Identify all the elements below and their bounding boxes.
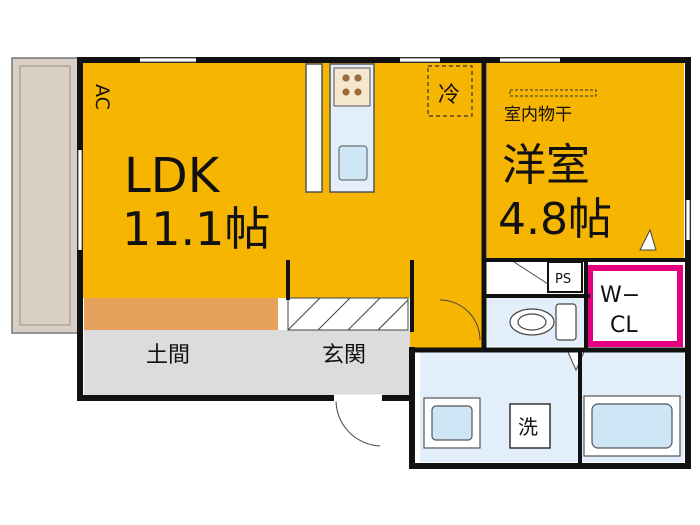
western-size-label: 4.8帖 — [498, 194, 612, 245]
entrance-label: 玄関 — [322, 343, 366, 368]
doma-label: 土間 — [146, 343, 190, 368]
ldk-name-label: LDK — [124, 148, 221, 204]
toilet — [509, 303, 577, 341]
washer-label: 洗 — [518, 415, 538, 439]
ldk-floor — [82, 62, 484, 298]
wash-basin — [423, 397, 481, 449]
ldk-floor-extension — [410, 262, 484, 348]
balcony-inner-line — [19, 65, 71, 326]
ldk-size-label: 11.1帖 — [122, 202, 270, 256]
closet-label-line: W−CL — [600, 283, 640, 338]
washer-space — [509, 403, 551, 449]
indoor-drying-rack — [509, 89, 597, 97]
fridge-label: 冷 — [438, 83, 460, 108]
bathtub — [583, 395, 681, 457]
step-strip — [84, 298, 278, 330]
balcony — [11, 57, 79, 334]
closet-door-marker — [639, 228, 657, 251]
fridge-space — [427, 65, 473, 117]
genkan-stairs — [287, 297, 409, 331]
walk-in-closet — [587, 265, 683, 347]
doma-area — [84, 330, 410, 395]
door-swings — [335, 261, 549, 447]
window-frames — [77, 57, 691, 250]
western-room-floor — [487, 62, 684, 260]
ac-label: AC — [91, 84, 113, 110]
ps-label: PS — [555, 272, 571, 287]
indoor-drying-label: 室内物干 — [504, 105, 572, 125]
windows — [78, 58, 690, 250]
ps-box — [547, 261, 583, 293]
western-name-label: 洋室 — [502, 140, 590, 191]
kitchen-counter — [305, 63, 375, 193]
